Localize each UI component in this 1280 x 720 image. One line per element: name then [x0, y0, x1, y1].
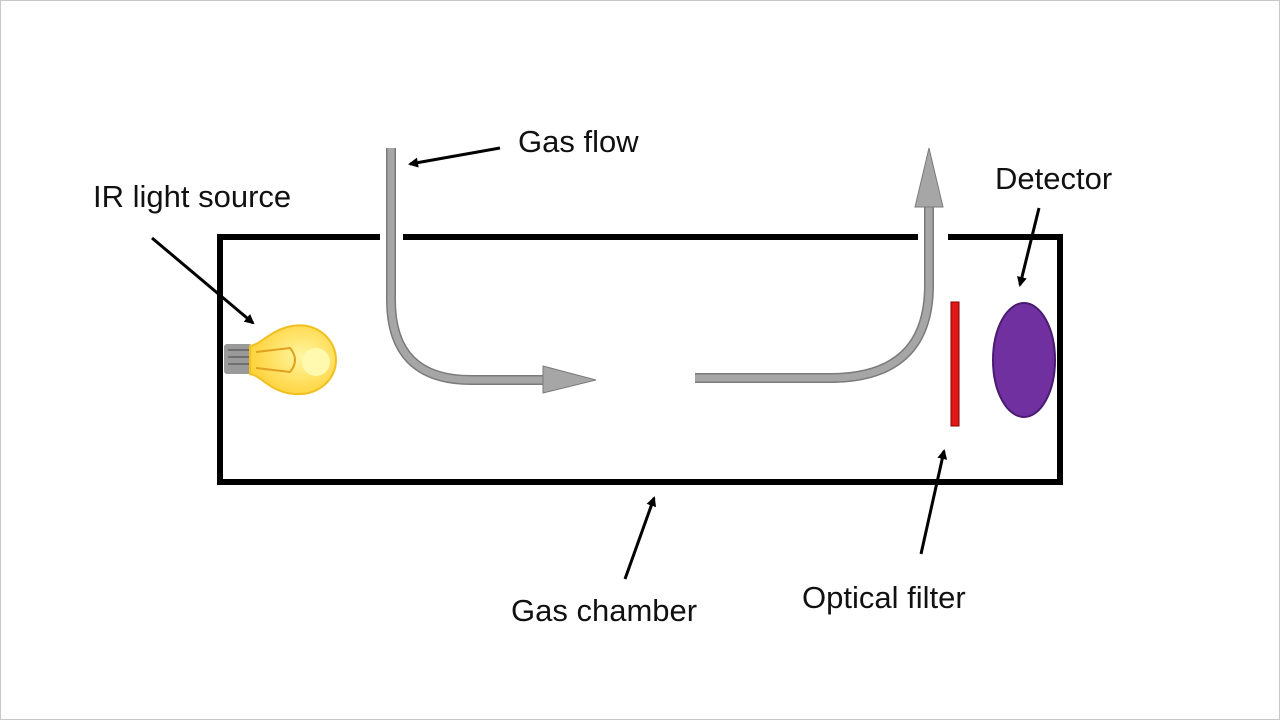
gas-chamber [217, 234, 1063, 485]
detector-label: Detector [995, 161, 1113, 196]
gas-chamber-pointer [623, 496, 657, 580]
ir-source-pointer [151, 236, 255, 325]
gas-flow-outlet-arrow [695, 147, 944, 383]
optical-filter-label: Optical filter [802, 580, 966, 615]
detector [992, 302, 1056, 418]
optical-filter [950, 301, 960, 427]
detector-pointer [1017, 207, 1041, 287]
gas-chamber-label: Gas chamber [511, 593, 698, 628]
ir-light-source-label: IR light source [93, 179, 292, 214]
optical-filter-pointer [919, 449, 948, 555]
light-bulb-icon [224, 324, 338, 396]
gas-flow-label: Gas flow [518, 124, 639, 159]
gas-flow-pointer [408, 146, 501, 168]
gas-flow-inlet-arrow [386, 148, 597, 394]
